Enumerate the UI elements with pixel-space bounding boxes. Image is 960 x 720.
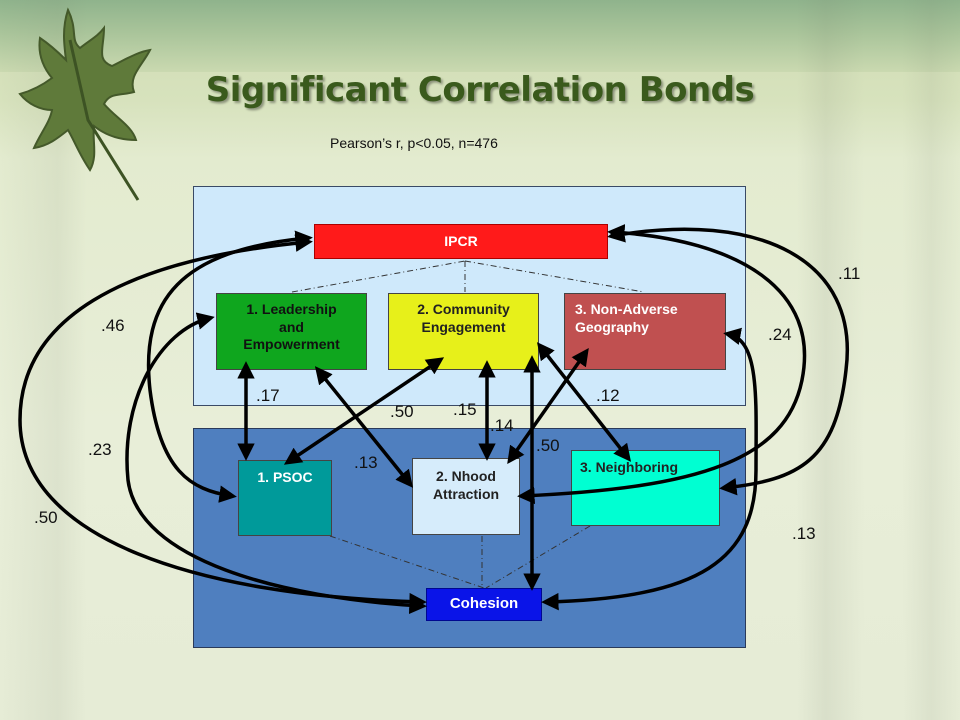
community-label-line2: Engagement: [421, 318, 506, 335]
ipcr-label: IPCR: [444, 232, 478, 249]
arrow-ipcr-neighboring: [607, 225, 850, 496]
nhood-attraction-node: 2. Nhood Attraction: [412, 458, 520, 535]
coef-leadership-cohesion: .23: [88, 440, 112, 459]
coef-ipcr-psoc: .46: [101, 316, 125, 335]
coef-community-psoc: .50: [390, 402, 414, 421]
community-label-line1: 2. Community: [417, 301, 510, 317]
cohesion-node: Cohesion: [426, 588, 542, 621]
background-top-band: [0, 0, 960, 72]
coef-ipcr-neighboring: .11: [838, 264, 861, 283]
nhood-label-line2: Attraction: [432, 485, 500, 502]
arrow-community-psoc: [283, 357, 445, 465]
arrow-ipcr-psoc: [146, 230, 313, 503]
slide-title: Significant Correlation Bonds: [205, 70, 755, 110]
arrow-ipcr-cohesion: [18, 234, 427, 611]
coef-leadership-psoc: .17: [256, 386, 280, 405]
coef-ipcr-cohesion: .50: [34, 508, 58, 527]
coef-community-cohesion: .50: [536, 436, 560, 455]
slide-subtitle: Pearson’s r, p<0.05, n=476: [330, 135, 498, 151]
arrow-ipcr-nhood: [517, 224, 807, 505]
coef-ipcr-nhood: .24: [768, 325, 792, 344]
arrow-geography-cohesion: [541, 327, 758, 611]
coef-leadership-nhood: .13: [354, 453, 378, 472]
coef-geography-cohesion: .13: [792, 524, 816, 543]
cohesion-label: Cohesion: [449, 595, 519, 613]
nhood-label-line1: 2. Nhood: [436, 468, 496, 484]
coef-geography-nhood: .14: [490, 416, 514, 435]
coef-community-neighboring: .12: [596, 386, 620, 405]
coef-community-nhood: .15: [453, 400, 477, 419]
oak-leaf-icon: [18, 7, 152, 201]
